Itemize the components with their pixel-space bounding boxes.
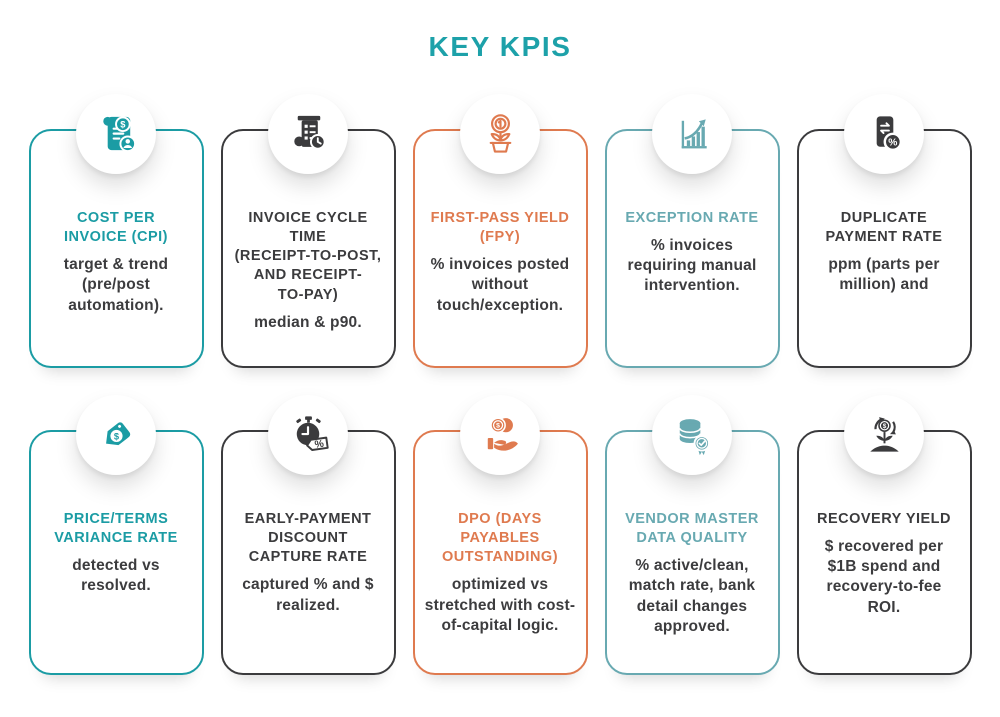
svg-text:$: $: [882, 423, 886, 430]
kpi-card-invoice-cycle-time: INVOICE CYCLE TIME (RECEIPT-TO-POST, AND…: [220, 94, 396, 368]
stopwatch-discount-icon: %: [295, 415, 329, 451]
kpi-card-duplicate-payment-rate: % DUPLICATE PAYMENT RATE ppm (parts per …: [796, 94, 972, 368]
svg-text:$: $: [496, 422, 500, 429]
card-description: % invoices posted without touch/exceptio…: [430, 256, 570, 314]
hand-coins-icon: $: [487, 416, 518, 451]
phone-transfer-percent-icon: %: [876, 115, 902, 151]
icon-circle: [652, 94, 732, 174]
icon-circle: [460, 94, 540, 174]
icon-circle: $: [844, 395, 924, 475]
card-title: DUPLICATE PAYMENT RATE: [825, 210, 943, 246]
icon-circle: $: [460, 395, 540, 475]
icon-circle: %: [844, 94, 924, 174]
card-description: detected vs resolved.: [72, 557, 160, 595]
card-description: target & trend (pre/post automation).: [63, 256, 169, 314]
svg-text:%: %: [314, 438, 325, 450]
kpi-card-price-terms-variance: $ PRICE/TERMS VARIANCE RATE detected vs …: [28, 395, 204, 675]
kpi-row-2: $ PRICE/TERMS VARIANCE RATE detected vs …: [0, 395, 1000, 675]
kpi-row-1: $ COST PER INVOICE (CPI) target & trend …: [0, 94, 1000, 368]
kpi-card-vendor-master-data-quality: VENDOR MASTER DATA QUALITY % active/clea…: [604, 395, 780, 675]
card-title: EXCEPTION RATE: [625, 210, 759, 226]
icon-circle: [652, 395, 732, 475]
kpi-card-exception-rate: EXCEPTION RATE % invoices requiring manu…: [604, 94, 780, 368]
database-badge-icon: [678, 418, 710, 455]
card-title: VENDOR MASTER DATA QUALITY: [625, 511, 759, 547]
svg-text:$: $: [120, 119, 126, 129]
price-tag-dollar-icon: $: [105, 421, 130, 445]
invoice-dollar-icon: $: [102, 115, 136, 152]
card-description: captured % and $ realized.: [242, 576, 374, 614]
card-title: EARLY-PAYMENT DISCOUNT CAPTURE RATE: [244, 511, 372, 566]
kpi-card-recovery-yield: $ RECOVERY YIELD $ recovered per $1B spe…: [796, 395, 972, 675]
invoice-clock-icon: [293, 115, 326, 150]
icon-circle: %: [268, 395, 348, 475]
card-title: RECOVERY YIELD: [816, 511, 952, 527]
coin-plant-pot-icon: [489, 113, 511, 153]
growth-chart-icon: [681, 118, 707, 148]
kpi-card-cost-per-invoice: $ COST PER INVOICE (CPI) target & trend …: [28, 94, 204, 368]
card-description: % active/clean, match rate, bank detail …: [628, 557, 756, 635]
card-title: INVOICE CYCLE TIME (RECEIPT-TO-POST, AND…: [234, 210, 382, 303]
icon-circle: $: [76, 94, 156, 174]
svg-text:%: %: [888, 137, 897, 148]
card-description: ppm (parts per million) and: [828, 256, 940, 294]
kpi-card-dpo: $ DPO (DAYS PAYABLES OUTSTANDING) optimi…: [412, 395, 588, 675]
svg-text:$: $: [113, 431, 119, 441]
card-title: PRICE/TERMS VARIANCE RATE: [54, 511, 178, 547]
kpi-card-early-payment-discount: % EARLY-PAYMENT DISCOUNT CAPTURE RATE ca…: [220, 395, 396, 675]
icon-circle: $: [76, 395, 156, 475]
card-title: COST PER INVOICE (CPI): [64, 210, 168, 246]
page-title: KEY KPIS: [428, 31, 572, 62]
card-title: DPO (DAYS PAYABLES OUTSTANDING): [441, 511, 559, 566]
icon-circle: [268, 94, 348, 174]
card-title: FIRST-PASS YIELD (FPY): [430, 210, 570, 246]
card-description: $ recovered per $1B spend and recovery-t…: [824, 538, 944, 616]
card-description: median & p90.: [254, 313, 362, 331]
money-plant-recycle-icon: $: [869, 416, 899, 452]
kpi-card-first-pass-yield: FIRST-PASS YIELD (FPY) % invoices posted…: [412, 94, 588, 368]
card-description: optimized vs stretched with cost-of-capi…: [424, 576, 576, 634]
card-description: % invoices requiring manual intervention…: [627, 237, 757, 295]
